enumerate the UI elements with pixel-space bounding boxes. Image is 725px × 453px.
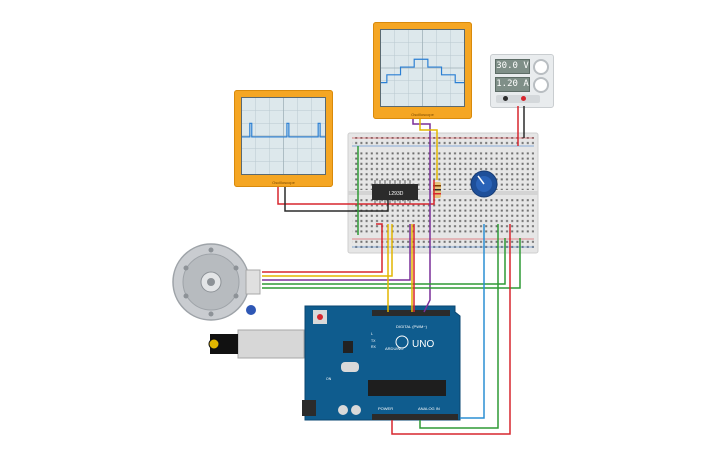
oscilloscope-left-label: Oscilloscope	[272, 180, 295, 185]
digital-label: DIGITAL (PWM~)	[396, 324, 428, 329]
analog-label: ANALOG IN	[418, 406, 440, 411]
oscilloscope-left[interactable]: Oscilloscope	[234, 90, 333, 187]
capacitor	[246, 305, 256, 315]
positive-terminal[interactable]	[521, 96, 526, 101]
breadboard[interactable]	[347, 132, 539, 254]
potentiometer[interactable]	[470, 170, 498, 198]
resistor	[433, 182, 441, 198]
scope-top-waveform	[381, 58, 464, 84]
on-label: ON	[326, 377, 332, 381]
arduino-board[interactable]: UNO ARDUINO DIGITAL (PWM~) POWER ANALOG …	[302, 305, 461, 421]
rx-label: RX	[371, 345, 377, 349]
driver-chip-label: L293D	[389, 191, 404, 197]
arduino-brand-label: ARDUINO	[385, 346, 403, 351]
negative-terminal[interactable]	[503, 96, 508, 101]
tx-label: TX	[371, 339, 376, 343]
current-display: 1.20 A	[495, 77, 530, 92]
usb-cable[interactable]	[208, 329, 305, 359]
dc-motor[interactable]	[172, 243, 261, 321]
l-label: L	[371, 332, 373, 336]
power-label: POWER	[378, 406, 393, 411]
driver-chip[interactable]: L293D	[372, 180, 418, 204]
power-supply[interactable]: 30.0 V 1.20 A	[490, 54, 554, 108]
oscilloscope-top-label: Oscilloscope	[411, 112, 434, 117]
oscilloscope-left-screen	[241, 97, 326, 175]
current-knob[interactable]	[533, 77, 549, 93]
oscilloscope-top[interactable]: Oscilloscope	[373, 22, 472, 119]
terminal-strip	[496, 95, 540, 103]
voltage-display: 30.0 V	[495, 59, 530, 74]
voltage-knob[interactable]	[533, 59, 549, 75]
scope-left-waveform	[242, 122, 325, 138]
arduino-uno-label: UNO	[412, 339, 434, 350]
oscilloscope-top-screen	[380, 29, 465, 107]
